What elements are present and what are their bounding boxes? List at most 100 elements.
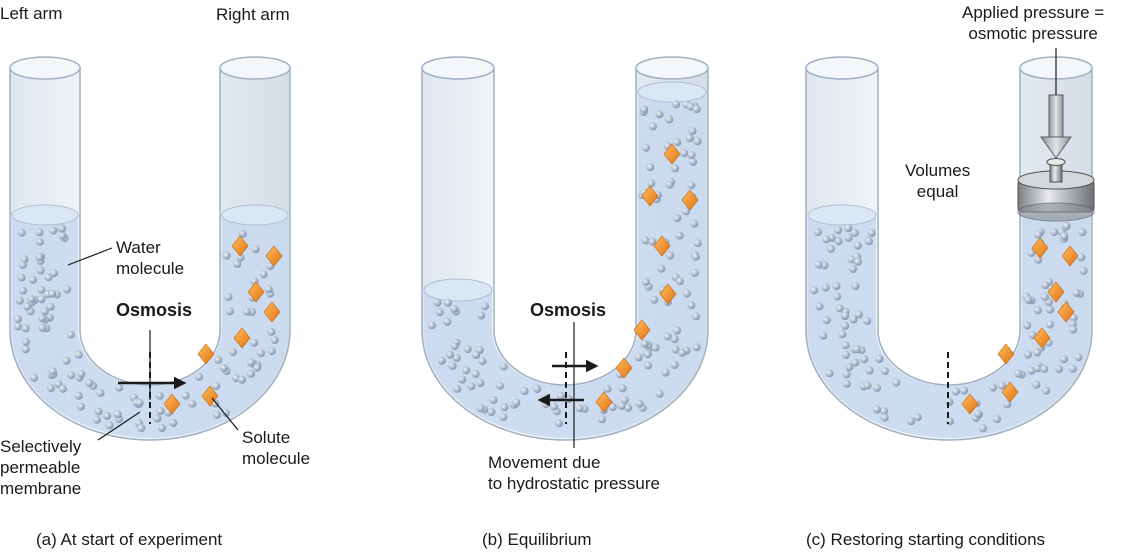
solute-molecule — [633, 319, 651, 341]
water-molecule — [212, 382, 221, 390]
solute-molecule — [1031, 237, 1049, 259]
water-molecule — [157, 424, 166, 432]
water-molecule — [675, 231, 684, 240]
water-molecule — [40, 307, 49, 316]
water-molecule — [74, 391, 83, 400]
water-molecule — [682, 207, 691, 216]
water-molecule — [458, 375, 467, 384]
water-molecule — [1024, 296, 1033, 304]
water-molecule — [14, 322, 22, 331]
water-molecule — [663, 332, 672, 341]
water-molecule — [37, 295, 46, 304]
water-molecule — [673, 214, 682, 223]
water-molecule — [35, 228, 44, 237]
water-molecule — [1033, 348, 1042, 357]
water-molecule — [35, 237, 44, 246]
water-molecule — [48, 289, 57, 298]
panel-a-solute-leader — [211, 397, 239, 431]
water-molecule — [692, 105, 701, 114]
water-molecule — [476, 379, 485, 387]
water-molecule — [1040, 365, 1049, 374]
caption-a: (a) At start of experiment — [36, 530, 223, 549]
water-molecule — [236, 253, 245, 262]
water-molecule — [550, 402, 559, 411]
piston — [1017, 158, 1095, 222]
panel-b-osmosis-label: Osmosis — [530, 300, 607, 320]
water-molecule — [863, 381, 872, 390]
water-molecule — [692, 343, 701, 352]
water-molecule — [135, 398, 144, 407]
water-molecule — [85, 378, 94, 387]
water-molecule — [863, 316, 872, 325]
water-molecule — [520, 387, 529, 395]
water-molecule — [115, 383, 124, 392]
water-molecule — [979, 424, 987, 433]
water-molecule — [113, 410, 122, 419]
water-molecule — [437, 356, 446, 365]
left-arm-label: Left arm — [0, 4, 63, 23]
water-molecule — [229, 348, 237, 357]
water-molecule — [671, 345, 680, 354]
water-molecule — [853, 241, 862, 250]
water-molecule — [688, 127, 697, 135]
movement-line2: to hydrostatic pressure — [488, 474, 660, 493]
water-molecule — [647, 179, 656, 188]
water-molecule — [651, 343, 660, 352]
water-molecule — [467, 382, 476, 391]
water-molecule — [1033, 364, 1042, 373]
solute-molecule — [681, 189, 699, 211]
water-molecule — [853, 345, 861, 354]
solute-molecule — [663, 143, 681, 165]
solute-molecule-label: Solute molecule — [242, 427, 310, 469]
water-molecule — [264, 285, 273, 294]
water-molecule — [822, 316, 831, 325]
water-molecule — [650, 295, 659, 304]
water-molecule — [195, 372, 204, 381]
water-molecule — [1046, 320, 1055, 329]
water-molecule — [1069, 313, 1078, 322]
water-molecule — [21, 337, 30, 346]
water-molecule — [1032, 380, 1041, 389]
water-molecule-line2: molecule — [116, 259, 185, 278]
water-molecule — [850, 228, 859, 237]
volumes-equal-label: Volumes equal — [905, 160, 970, 202]
water-molecule — [77, 369, 86, 378]
water-molecule — [673, 138, 682, 147]
water-molecule — [453, 384, 462, 393]
water-molecule — [598, 415, 606, 424]
water-molecule — [665, 180, 674, 189]
water-molecule — [19, 286, 28, 295]
water-molecule — [250, 338, 259, 347]
water-molecule — [213, 410, 221, 419]
water-molecule — [854, 310, 863, 319]
water-molecule — [267, 347, 276, 356]
water-molecule — [989, 383, 997, 392]
water-molecule — [500, 403, 509, 412]
water-molecule-label: Water molecule — [116, 237, 184, 279]
water-molecule — [452, 354, 461, 362]
water-molecule — [243, 307, 251, 316]
panel-a-membrane-leader — [97, 411, 141, 441]
water-molecule — [998, 381, 1006, 390]
water-molecule — [238, 375, 246, 384]
water-molecule — [221, 408, 230, 417]
water-molecule — [1068, 319, 1077, 328]
water-molecule — [556, 391, 565, 400]
water-molecule — [15, 296, 24, 305]
water-molecule — [94, 407, 103, 416]
panel-a-solute-molecules — [163, 235, 283, 415]
water-molecule — [993, 415, 1001, 424]
water-molecule — [496, 381, 504, 390]
solute-molecule-line2: molecule — [242, 449, 311, 468]
water-molecule — [169, 418, 178, 427]
water-molecule — [873, 383, 882, 392]
water-molecule — [155, 391, 164, 400]
water-molecule — [880, 407, 888, 416]
water-molecule — [648, 237, 657, 246]
water-molecule — [690, 219, 699, 228]
panel-b-liquid — [423, 81, 707, 438]
water-molecule — [851, 358, 860, 367]
water-molecule — [1027, 366, 1036, 375]
water-molecule — [105, 421, 114, 430]
water-molecule — [672, 100, 681, 109]
